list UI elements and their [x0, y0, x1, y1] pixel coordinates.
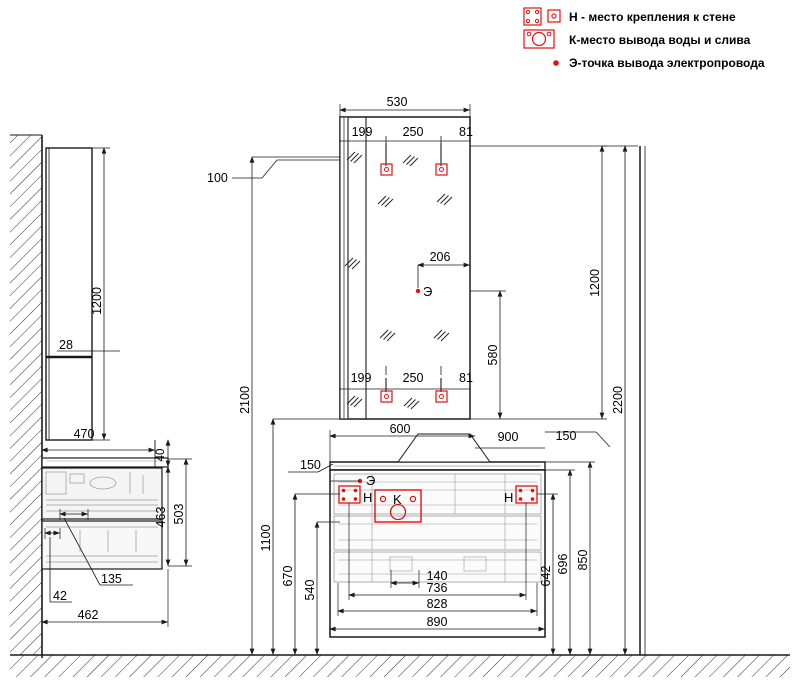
vanity-front-view: Э H H K 600 [288, 422, 611, 655]
mount-label-right: H [504, 490, 513, 505]
overall-vertical-dims-left: 2100 1100 670 540 [238, 156, 340, 655]
dim-vanity-140: 140 [427, 569, 448, 583]
vanity-mount-right: H [504, 485, 538, 505]
dim-mirror-wall-offset: 100 [207, 171, 228, 185]
dim-vanity-900: 900 [498, 430, 519, 444]
dim-vanity-side-depth: 462 [78, 608, 99, 622]
dim-tall-height: 1200 [90, 287, 104, 315]
overall-vertical-dims-right: 1200 2200 [470, 145, 646, 655]
legend: Н - место крепления к стене К-место выво… [523, 7, 765, 70]
dim-overall-1100: 1100 [259, 525, 273, 552]
dim-vanity-828: 828 [427, 597, 448, 611]
electric-marker-vanity: Э [366, 473, 375, 488]
dim-vanity-side-wallgap: 42 [53, 589, 67, 603]
dim-mirror-top-left: 199 [352, 125, 373, 139]
legend-row-electric-point: Э-точка вывода электропровода [553, 56, 765, 70]
legend-row-wall-mount: Н - место крепления к стене [523, 7, 736, 26]
dim-vanity-right-margin: 150 [556, 429, 577, 443]
dim-vanity-side-body: 463 [154, 507, 168, 528]
mirror-mount-bottom-left [380, 378, 393, 403]
dim-vanity-890: 890 [427, 615, 448, 629]
dim-tall-depth: 470 [74, 427, 95, 441]
legend-label-water-outlet: К-место вывода воды и слива [569, 33, 751, 47]
dim-vanity-642: 642 [539, 566, 553, 587]
electric-point-icon [553, 60, 559, 66]
mirror-mount-bottom-right [435, 378, 448, 403]
dim-mirror-height-right: 1200 [588, 269, 602, 297]
dim-mirror-bottom-left: 199 [351, 371, 372, 385]
electric-dot-mirror [415, 288, 421, 294]
dim-vanity-696: 696 [556, 554, 570, 575]
legend-label-electric-point: Э-точка вывода электропровода [569, 56, 765, 70]
dim-vanity-600: 600 [390, 422, 411, 436]
dim-overall-2100: 2100 [238, 386, 252, 414]
dim-vanity-side-overhang: 40 [155, 449, 167, 462]
dim-mirror-580: 580 [486, 345, 500, 366]
dim-mirror-top-right: 81 [459, 125, 473, 139]
dim-vanity-side-inner: 135 [101, 572, 122, 586]
wall-section-left [10, 134, 43, 658]
mirror-cabinet-view: 530 199 250 81 199 250 81 206 Э 580 100 [207, 95, 506, 420]
mirror-mount-top-left [380, 143, 393, 176]
electric-marker-mirror: Э [423, 284, 432, 299]
legend-label-wall-mount: Н - место крепления к стене [569, 10, 736, 24]
legend-row-water-outlet: К-место вывода воды и слива [523, 29, 751, 49]
side-tall-cabinet-view: 28 1200 470 [41, 147, 156, 455]
dim-tall-thickness: 28 [59, 338, 73, 352]
water-outlet-icon [523, 29, 555, 49]
side-vanity-view: 40 463 503 135 42 462 [41, 439, 192, 627]
wall-mount-icon-large [523, 7, 542, 26]
dim-vanity-670: 670 [281, 566, 295, 587]
dim-vanity-736: 736 [427, 581, 448, 595]
dim-vanity-side-total: 503 [172, 504, 186, 525]
dim-mirror-bottom-right: 81 [459, 371, 473, 385]
mirror-mount-top-right [435, 143, 448, 176]
mount-label-left: H [363, 490, 372, 505]
floor-section [10, 654, 790, 677]
dim-mirror-top-mid: 250 [403, 125, 424, 139]
water-outlet-label: K [393, 492, 402, 507]
vanity-mount-left: H [338, 485, 372, 505]
dim-mirror-width: 530 [387, 95, 408, 109]
dim-vanity-850: 850 [576, 550, 590, 571]
water-outlet-marker: K [374, 489, 422, 523]
dim-overall-2200: 2200 [611, 386, 625, 414]
dim-mirror-bottom-mid: 250 [403, 371, 424, 385]
wall-mount-icon-small [547, 9, 561, 23]
dim-mirror-electric-offset: 206 [430, 250, 451, 264]
dim-vanity-540: 540 [303, 580, 317, 601]
dim-vanity-left-margin: 150 [300, 458, 321, 472]
